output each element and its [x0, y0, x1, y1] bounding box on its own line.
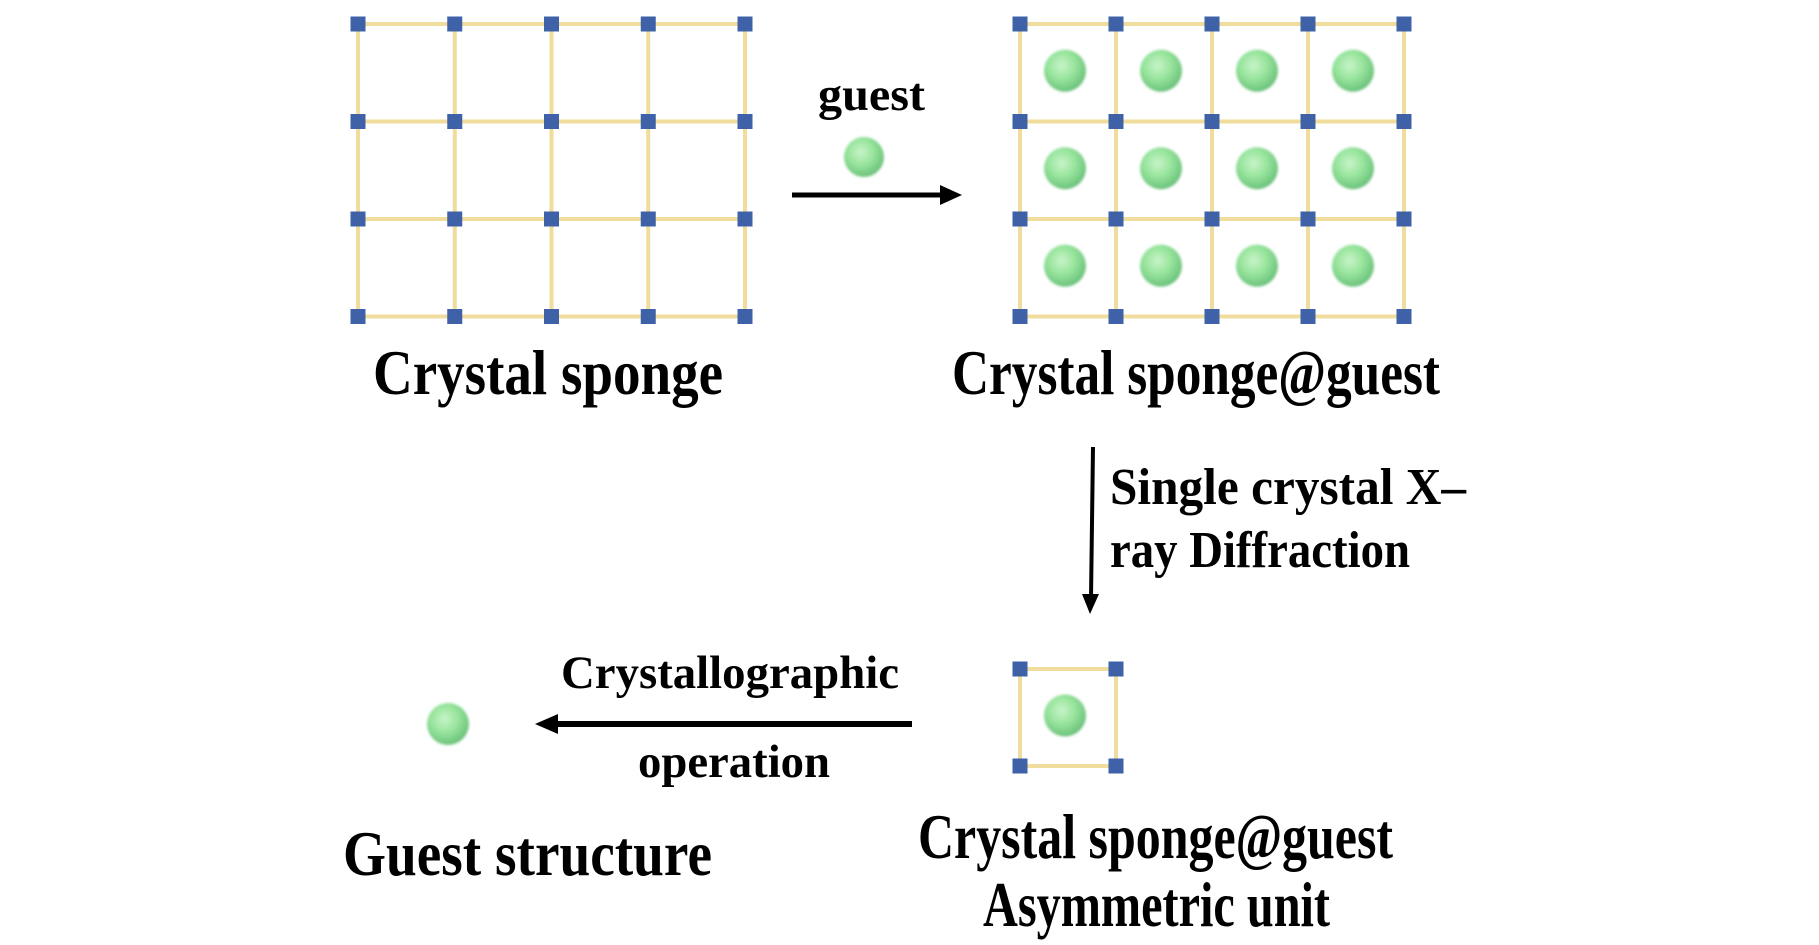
crystallographic-arrow — [535, 714, 912, 734]
guest-molecule — [1044, 244, 1086, 287]
lattice-node — [447, 114, 463, 129]
guest-molecule-icon — [844, 137, 884, 177]
lattice-node — [640, 309, 656, 324]
lattice-node — [1204, 309, 1220, 324]
empty-sponge-label: Crystal sponge — [373, 337, 723, 408]
guest-molecule — [1332, 244, 1374, 287]
lattice-node — [1300, 211, 1316, 227]
arrow-head-left-icon — [535, 714, 558, 734]
guest-molecule — [1044, 147, 1086, 190]
lattice-node — [1396, 114, 1412, 129]
lattice-node — [1108, 211, 1124, 227]
asymmetric-unit-cell — [1012, 661, 1124, 774]
guest-molecule — [1236, 244, 1278, 287]
lattice-node — [1012, 114, 1028, 129]
lattice-node — [1108, 661, 1124, 677]
guest-molecule — [1044, 49, 1086, 92]
lattice-node — [350, 16, 366, 32]
guest-molecule — [1236, 49, 1278, 92]
add-guest-arrow — [792, 185, 962, 205]
guest-molecule — [1332, 147, 1374, 190]
diffraction-arrow — [1082, 446, 1099, 614]
lattice-node — [1108, 309, 1124, 324]
arrow-shaft — [1089, 446, 1095, 599]
crystallographic-label-line1: Crystallographic — [561, 647, 899, 699]
loaded-sponge-lattice — [1012, 16, 1412, 324]
lattice-node — [1396, 211, 1412, 227]
arrow-head-down-icon — [1082, 594, 1099, 614]
lattice-node — [447, 309, 463, 324]
add-guest-label: guest — [818, 69, 925, 121]
empty-sponge-lattice — [350, 16, 753, 324]
lattice-node — [1300, 309, 1316, 324]
lattice-node — [1396, 16, 1412, 32]
lattice-node — [737, 211, 753, 227]
lattice-node — [737, 16, 753, 32]
asymmetric-unit-label-line2: Asymmetric unit — [983, 869, 1331, 940]
asymmetric-unit-label-line1: Crystal sponge@guest — [918, 801, 1394, 872]
lattice-node — [640, 16, 656, 32]
lattice-node — [350, 309, 366, 324]
lattice-node — [1300, 16, 1316, 32]
lattice-node — [1012, 661, 1028, 677]
lattice-node — [1108, 114, 1124, 129]
diffraction-label-line1: Single crystal X– — [1110, 459, 1467, 516]
lattice-node — [544, 16, 559, 32]
guest-molecule — [1236, 147, 1278, 190]
lattice-node — [1204, 16, 1220, 32]
lattice-node — [1204, 114, 1220, 129]
lattice-node — [640, 211, 656, 227]
guest-molecule — [1140, 147, 1182, 190]
lattice-node — [544, 211, 559, 227]
arrow-head-right-icon — [940, 185, 962, 205]
guest-molecule — [1140, 49, 1182, 92]
guest-molecule — [1140, 244, 1182, 287]
lattice-node — [447, 16, 463, 32]
diffraction-label-line2: ray Diffraction — [1110, 522, 1410, 579]
guest-structure-molecule-icon — [427, 703, 469, 745]
lattice-node — [350, 211, 366, 227]
guest-structure-label: Guest structure — [343, 818, 712, 889]
loaded-sponge-label: Crystal sponge@guest — [952, 337, 1441, 408]
lattice-node — [1108, 16, 1124, 32]
lattice-node — [1012, 211, 1028, 227]
lattice-node — [640, 114, 656, 129]
lattice-node — [1012, 758, 1028, 774]
lattice-node — [1012, 309, 1028, 324]
crystallographic-label-line2: operation — [638, 736, 830, 788]
lattice-node — [1300, 114, 1316, 129]
lattice-node — [1108, 758, 1124, 774]
guest-molecule — [1044, 694, 1086, 737]
lattice-node — [544, 114, 559, 129]
lattice-node — [737, 114, 753, 129]
lattice-node — [1204, 211, 1220, 227]
lattice-node — [737, 309, 753, 324]
lattice-node — [1396, 309, 1412, 324]
lattice-node — [544, 309, 559, 324]
lattice-node — [1012, 16, 1028, 32]
lattice-node — [350, 114, 366, 129]
lattice-node — [447, 211, 463, 227]
guest-molecule — [1332, 49, 1374, 92]
